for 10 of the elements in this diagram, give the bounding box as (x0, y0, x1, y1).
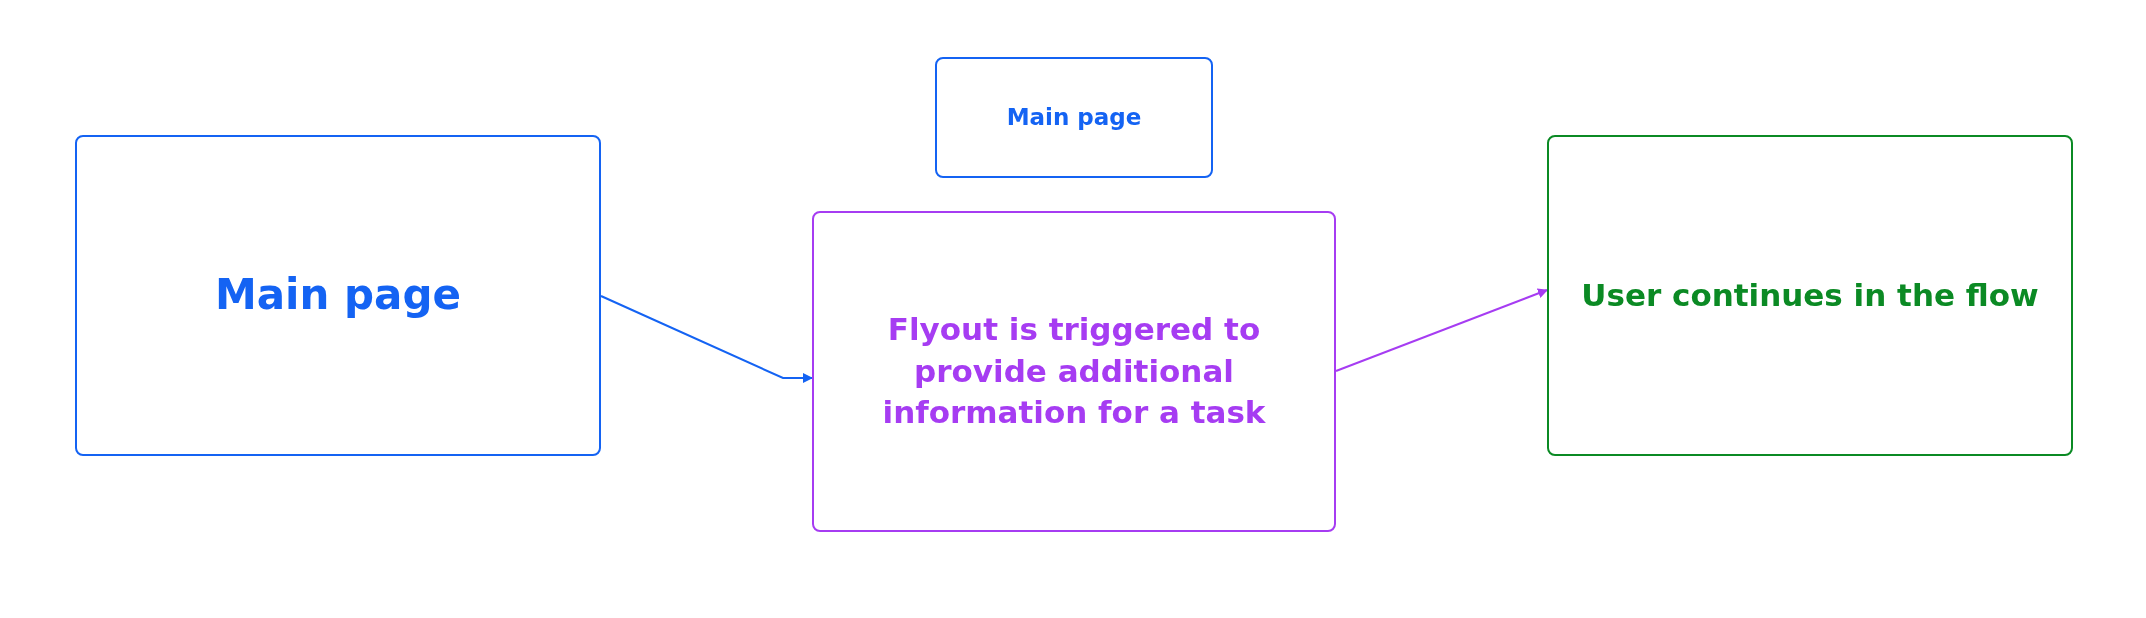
arrow (1335, 288, 1548, 372)
box-label: User continues in the flow (1581, 275, 2039, 315)
process-box (1547, 135, 2073, 456)
process-box (812, 211, 1336, 532)
process-box (75, 135, 601, 456)
process-box (935, 57, 1213, 178)
box-label: Flyout is triggered to provide additional information for a task (881, 309, 1267, 433)
box-label: Main page (215, 269, 461, 322)
arrow (600, 295, 813, 383)
box-label: Main page (1006, 102, 1142, 132)
